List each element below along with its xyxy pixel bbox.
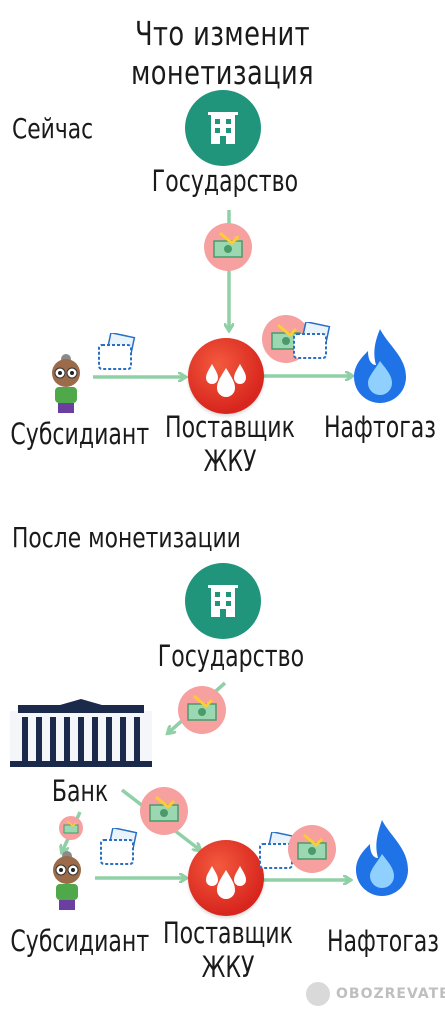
page-title: Что изменит монетизация [130, 14, 315, 92]
person-icon [52, 354, 80, 413]
person-icon [53, 851, 81, 910]
government-label-now: Государство [151, 164, 299, 198]
government-node-after [185, 563, 261, 639]
provider-node-after [188, 840, 264, 916]
drops-icon [206, 364, 246, 397]
money-icon [63, 820, 79, 834]
naftogaz-node-after [352, 818, 412, 898]
government-label-after: Государство [157, 639, 305, 673]
money-badge-after-2 [140, 787, 188, 835]
money-badge-after-4 [288, 825, 336, 873]
naftogaz-label-after: Нафтогаз [326, 924, 440, 958]
section-now-heading: Сейчас [12, 112, 94, 145]
wallet-icon-after [97, 826, 145, 868]
building-icon [208, 112, 238, 144]
subsidiary-person-now [46, 353, 86, 415]
flame-icon [354, 329, 406, 403]
section-after-heading: После монетизации [12, 521, 241, 554]
money-icon [149, 795, 179, 822]
money-badge-now-1 [204, 223, 252, 271]
money-icon [213, 231, 243, 258]
subsidiary-label-after: Субсидиант [10, 924, 150, 958]
money-icon [187, 694, 217, 721]
bank-node [10, 699, 152, 767]
money-badge-after-1 [178, 686, 226, 734]
provider-node-now [188, 338, 264, 414]
government-node-now [185, 90, 261, 166]
provider-label-after: Поставщик ЖКУ [163, 916, 293, 984]
bank-building-icon [10, 699, 152, 767]
money-icon [297, 833, 327, 860]
flame-icon [356, 820, 408, 896]
wallet-icon-now-2 [290, 320, 338, 362]
drops-icon [206, 866, 246, 899]
watermark-text: OBOZREVATEL [336, 986, 445, 1002]
provider-label-now: Поставщик ЖКУ [165, 410, 295, 478]
naftogaz-label-now: Нафтогаз [323, 410, 437, 444]
building-icon [208, 585, 238, 617]
money-badge-after-3 [59, 816, 83, 840]
watermark-logo-icon [306, 982, 330, 1006]
wallet-icon-now [95, 331, 143, 373]
subsidiary-person-after [47, 850, 87, 912]
bank-label: Банк [51, 774, 109, 808]
subsidiary-label-now: Субсидиант [10, 417, 150, 451]
naftogaz-node-now [350, 327, 410, 405]
